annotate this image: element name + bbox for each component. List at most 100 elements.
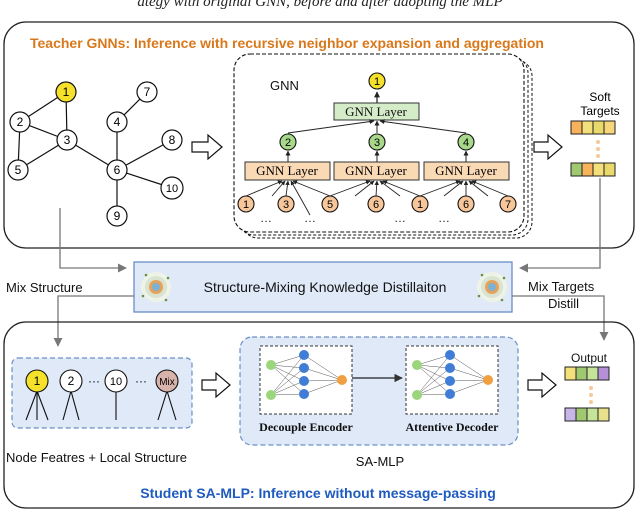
svg-text:6: 6 <box>463 199 469 211</box>
leaf-node: 5 <box>321 195 339 213</box>
svg-text:4: 4 <box>463 137 469 149</box>
svg-text:GNN Layer: GNN Layer <box>435 163 497 178</box>
leaf-node: 6 <box>457 195 475 213</box>
graph-node-3: 3 <box>56 129 78 151</box>
mid-node-4: 4 <box>457 133 475 151</box>
svg-text:1: 1 <box>63 85 70 99</box>
gnn-layer-middle: GNN Layer <box>333 161 420 181</box>
gnn-layer-left: GNN Layer <box>244 161 331 181</box>
svg-text:Mix: Mix <box>159 377 175 388</box>
svg-text:2: 2 <box>285 137 291 149</box>
node-features-panel <box>11 357 193 429</box>
svg-text:1: 1 <box>34 374 41 388</box>
encoder-label: Decouple Encoder <box>259 420 353 434</box>
output-vector-bottom <box>564 407 610 422</box>
graph-node-4: 4 <box>106 111 128 133</box>
svg-text:GNN Layer: GNN Layer <box>345 104 407 119</box>
soft-target-vector-bottom <box>570 162 616 177</box>
mix-targets-label: Mix Targets <box>528 279 595 294</box>
hollow-arrow-icon <box>191 133 223 161</box>
svg-text:1: 1 <box>417 199 423 211</box>
soft-target-vector-top <box>570 120 616 135</box>
leaf-node: 1 <box>237 195 255 213</box>
svg-text:2: 2 <box>68 374 75 388</box>
distill-label: Distill <box>548 296 579 311</box>
svg-text:5: 5 <box>327 199 333 211</box>
svg-text:8: 8 <box>169 133 176 147</box>
ellipsis: … <box>304 211 316 225</box>
ellipsis: … <box>260 211 272 225</box>
mix-structure-down-arrow <box>53 295 134 347</box>
student-panel <box>3 321 635 509</box>
mix-embedding-icon <box>477 272 507 302</box>
input-graph: 1 2 3 4 5 6 7 8 9 10 <box>7 81 184 227</box>
encoder-network <box>266 350 347 400</box>
output-vector-top <box>564 366 610 381</box>
ellipsis: … <box>438 211 450 225</box>
gnn-panel-label: GNN <box>270 78 299 93</box>
vector-dots <box>589 386 593 404</box>
hollow-arrow-icon <box>201 371 231 399</box>
graph-node-5: 5 <box>7 159 29 181</box>
mix-structure-label: Mix Structure <box>6 280 83 295</box>
leaf-node: 6 <box>367 195 385 213</box>
kd-title: Structure-Mixing Knowledge Distillaiton <box>204 279 447 295</box>
leaf-node: 1 <box>411 195 429 213</box>
sa-mlp-label: SA-MLP <box>356 454 404 469</box>
local-node-mix: Mix <box>155 369 179 393</box>
mid-node-3: 3 <box>368 133 386 151</box>
ellipsis: ··· <box>135 374 147 388</box>
graph-node-6: 6 <box>106 159 128 181</box>
svg-text:1: 1 <box>243 199 249 211</box>
gnn-layer-right: GNN Layer <box>423 161 510 181</box>
vector-dots <box>596 140 600 158</box>
local-node-1: 1 <box>25 369 49 393</box>
svg-text:6: 6 <box>114 163 121 177</box>
local-structure-edges <box>25 390 177 421</box>
svg-text:GNN Layer: GNN Layer <box>345 163 407 178</box>
svg-text:7: 7 <box>505 199 511 211</box>
distill-arrow <box>512 295 609 341</box>
graph-node-9: 9 <box>106 205 128 227</box>
graph-node-1: 1 <box>55 81 77 103</box>
leaf-node: 7 <box>499 195 517 213</box>
svg-text:5: 5 <box>15 163 22 177</box>
teacher-title: Teacher GNNs: Inference with recursive n… <box>30 35 544 51</box>
mix-structure-arrow <box>59 208 127 273</box>
leaf-node: 3 <box>277 195 295 213</box>
svg-text:7: 7 <box>144 85 151 99</box>
top-caption: ategy with original GNN, before and afte… <box>137 0 502 10</box>
decoder-label: Attentive Decoder <box>406 420 500 434</box>
svg-text:4: 4 <box>114 115 121 129</box>
decoder-network <box>412 350 493 400</box>
graph-node-10: 10 <box>160 176 184 200</box>
svg-text:1: 1 <box>374 76 380 88</box>
svg-text:3: 3 <box>283 199 289 211</box>
ellipsis: … <box>394 211 406 225</box>
svg-text:9: 9 <box>114 209 121 223</box>
local-node-2: 2 <box>59 369 83 393</box>
hollow-arrow-icon <box>527 371 557 399</box>
graph-node-8: 8 <box>161 129 183 151</box>
hollow-arrow-icon <box>533 133 563 161</box>
node-features-label: Node Featres + Local Structure <box>6 450 187 465</box>
svg-text:10: 10 <box>166 183 178 195</box>
mix-embedding-icon <box>141 272 171 302</box>
output-node-1: 1 <box>368 72 386 90</box>
svg-text:2: 2 <box>17 115 24 129</box>
svg-text:3: 3 <box>374 137 380 149</box>
mix-targets-arrow <box>519 178 601 273</box>
svg-text:GNN Layer: GNN Layer <box>256 163 318 178</box>
kd-panel <box>133 261 513 313</box>
graph-node-2: 2 <box>9 111 31 133</box>
svg-text:3: 3 <box>64 133 71 147</box>
ellipsis: ··· <box>88 374 100 388</box>
svg-text:10: 10 <box>110 376 122 388</box>
teacher-panel <box>3 21 635 249</box>
output-label: Output <box>571 351 608 365</box>
mid-node-2: 2 <box>279 133 297 151</box>
svg-text:6: 6 <box>373 199 379 211</box>
